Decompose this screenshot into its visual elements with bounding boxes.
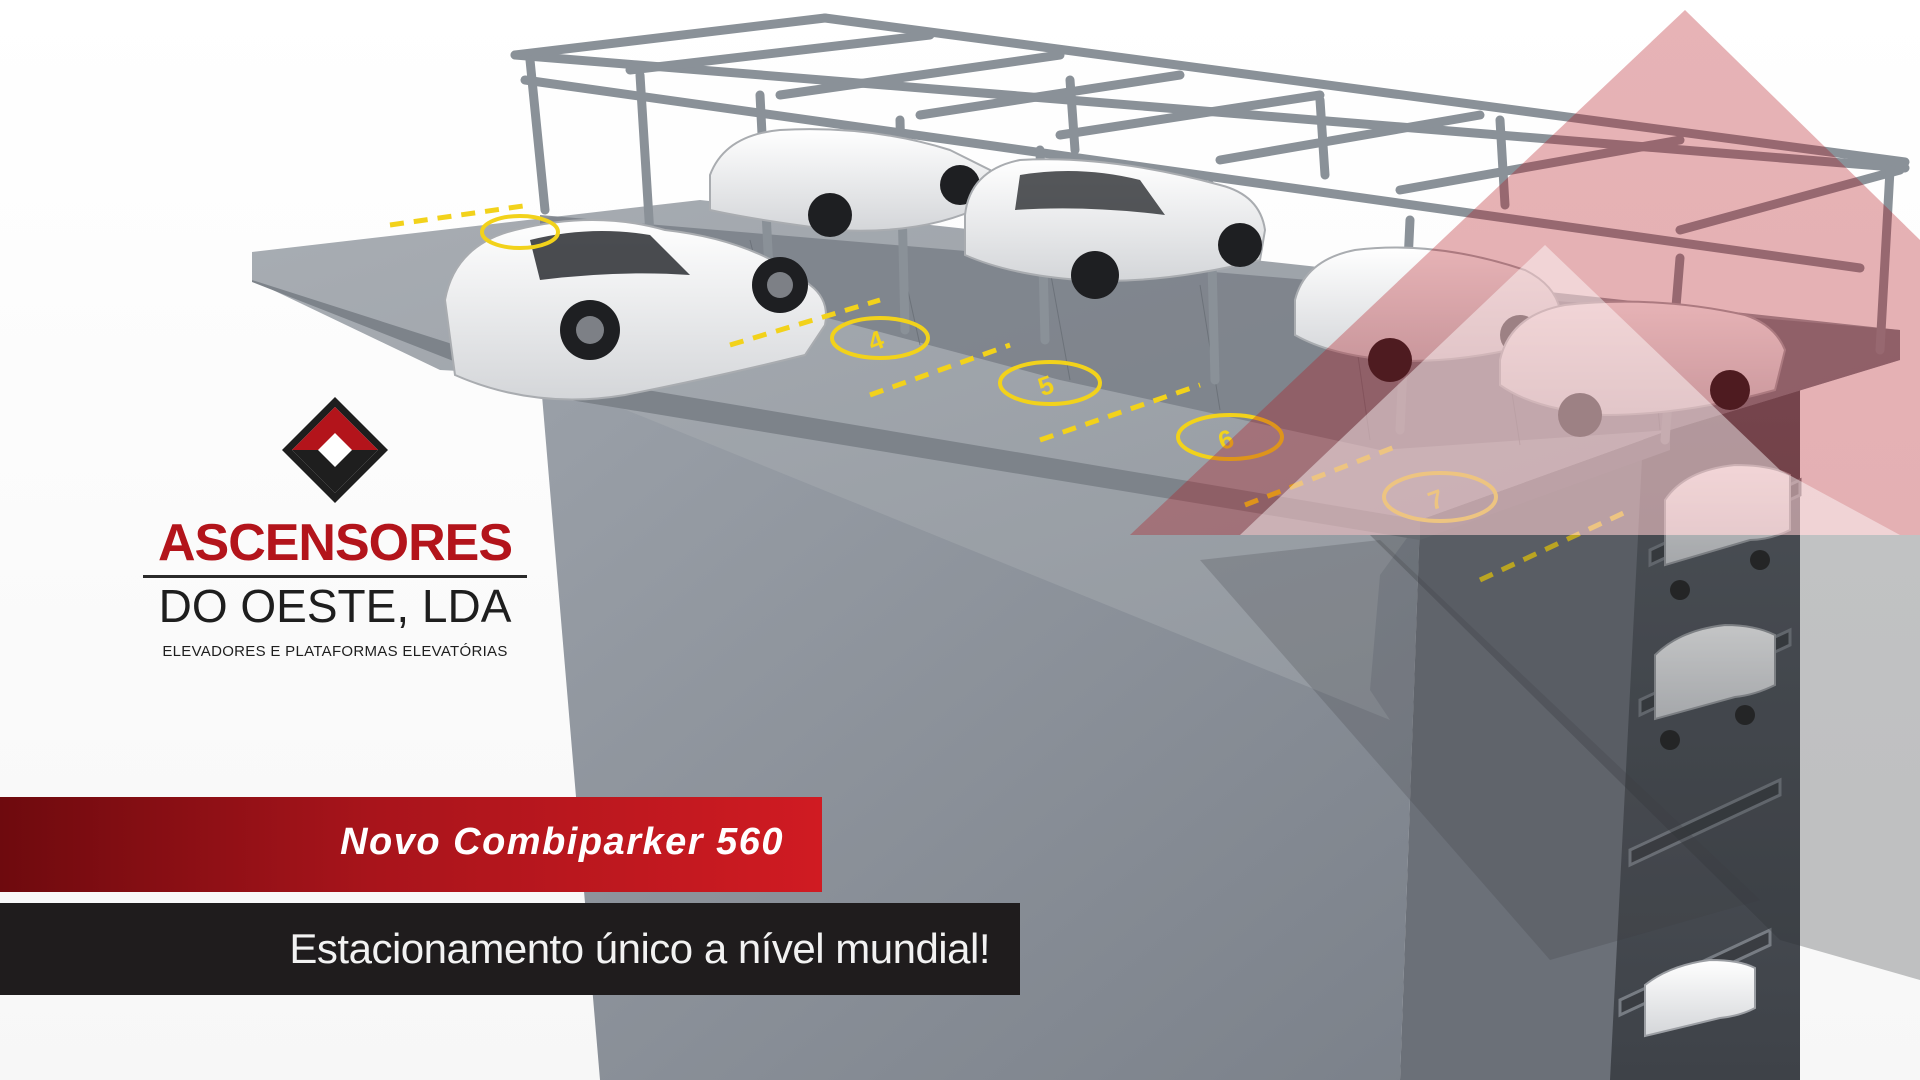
decorative-diamond-overlay: [1130, 10, 1920, 980]
car-roadster-white: [1499, 300, 1787, 437]
diamond-s-logo-icon: [282, 397, 388, 503]
brand-name-line2: DO OESTE, LDA: [158, 580, 512, 632]
brand-divider: [143, 575, 527, 578]
car-sports-white: [443, 219, 827, 401]
vertical-lift-shaft: [1610, 330, 1802, 1080]
lane-markings: [389, 202, 1632, 583]
product-title: Novo Combiparker 560: [340, 821, 784, 863]
brand-tagline: ELEVADORES E PLATAFORMAS ELEVATÓRIAS: [162, 643, 508, 660]
car-sedan-white-back: [709, 128, 992, 237]
product-title-banner: Novo Combiparker 560: [0, 797, 822, 892]
concrete-block-side: [1400, 430, 1670, 1080]
steel-frame: [510, 13, 1910, 445]
brand-name-line1: ASCENSORES: [157, 514, 513, 572]
parked-cars: [443, 128, 1787, 437]
deck-edge: [252, 252, 1420, 540]
slogan-banner: Estacionamento único a nível mundial!: [0, 903, 1020, 995]
car-suv-white: [964, 158, 1267, 299]
slogan-text: Estacionamento único a nível mundial!: [289, 925, 990, 972]
parking-bay-markers: [480, 214, 1498, 523]
